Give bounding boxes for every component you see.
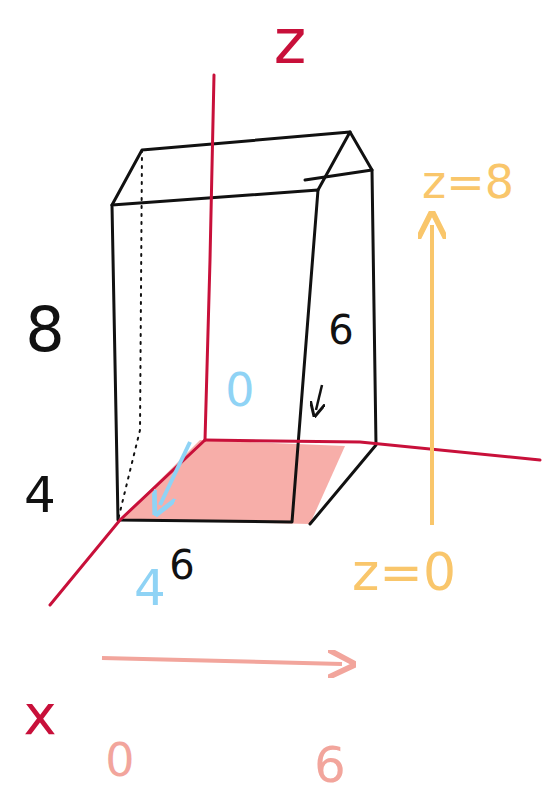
bound-label: z=0	[352, 546, 456, 598]
base-shading	[120, 440, 345, 524]
dimension-label: 8	[25, 299, 64, 361]
dimension-label: 6	[328, 310, 353, 350]
axis-value: 6	[314, 740, 346, 790]
bound-label: z=8	[422, 159, 514, 205]
axis-value: 0	[225, 367, 254, 413]
dimension-label: 4	[24, 470, 56, 520]
axis-label: x	[23, 687, 56, 743]
dimension-arrow	[316, 385, 322, 410]
axis-value: 4	[134, 563, 166, 613]
x-range-arrow	[102, 658, 342, 664]
dimension-arrow	[160, 442, 190, 505]
dimension-label: 6	[169, 545, 194, 585]
axis-value: 0	[105, 737, 134, 783]
coordinate-axes	[50, 75, 540, 605]
box-edges	[112, 132, 376, 524]
z-range-arrow	[430, 225, 434, 525]
axis-label: z	[274, 11, 307, 73]
